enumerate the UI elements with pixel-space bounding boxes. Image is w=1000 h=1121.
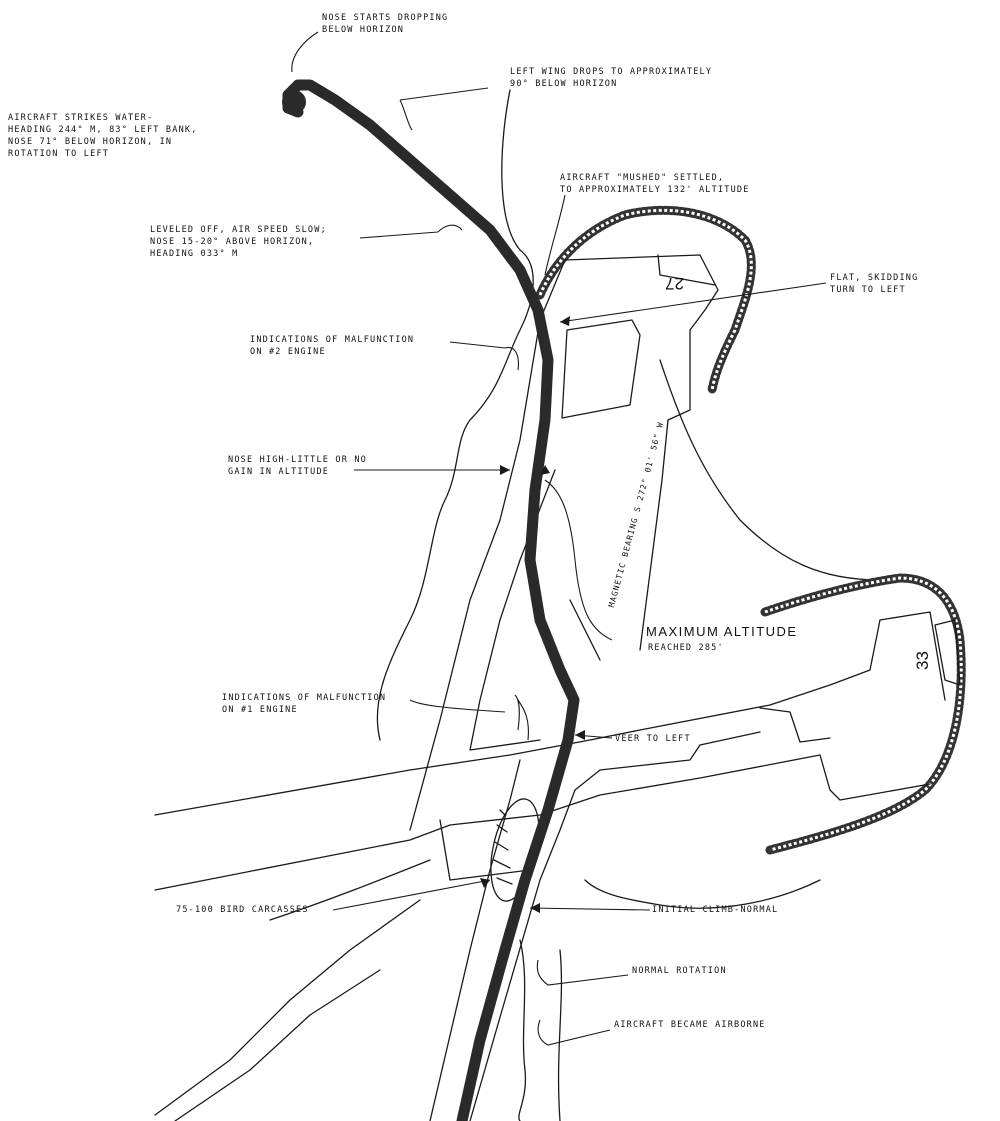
label-strikes-water: AIRCRAFT STRIKES WATER-HEADING 244° M, 8… bbox=[8, 113, 198, 159]
label-max-altitude-value: REACHED 285' bbox=[648, 643, 724, 653]
label-bird-carcasses: 75-100 BIRD CARCASSES bbox=[176, 905, 309, 915]
magnetic-bearing-label: MAGNETIC BEARING S 272° 01' 56" W bbox=[607, 421, 665, 609]
label-initial-climb: INITIAL CLIMB-NORMAL bbox=[652, 905, 778, 915]
label-max-altitude: MAXIMUM ALTITUDE bbox=[646, 624, 798, 639]
leader-lines bbox=[291, 31, 827, 1046]
shoreline bbox=[269, 89, 881, 1121]
label-normal-rotation: NORMAL ROTATION bbox=[632, 966, 727, 976]
runway-number-33: 33 bbox=[913, 651, 932, 670]
flight-track bbox=[282, 79, 580, 1121]
takeoff-runway bbox=[154, 731, 761, 1121]
label-mushed: AIRCRAFT "MUSHED" SETTLED,TO APPROXIMATE… bbox=[560, 173, 750, 195]
label-airborne: AIRCRAFT BECAME AIRBORNE bbox=[614, 1020, 766, 1030]
seawall-riprap bbox=[535, 205, 966, 855]
water-impact-point bbox=[282, 90, 306, 114]
label-leveled-off: LEVELED OFF, AIR SPEED SLOW;NOSE 15-20° … bbox=[150, 225, 327, 259]
runway-number-27: 27 bbox=[665, 274, 684, 293]
label-veer-left: VEER TO LEFT bbox=[615, 734, 691, 744]
